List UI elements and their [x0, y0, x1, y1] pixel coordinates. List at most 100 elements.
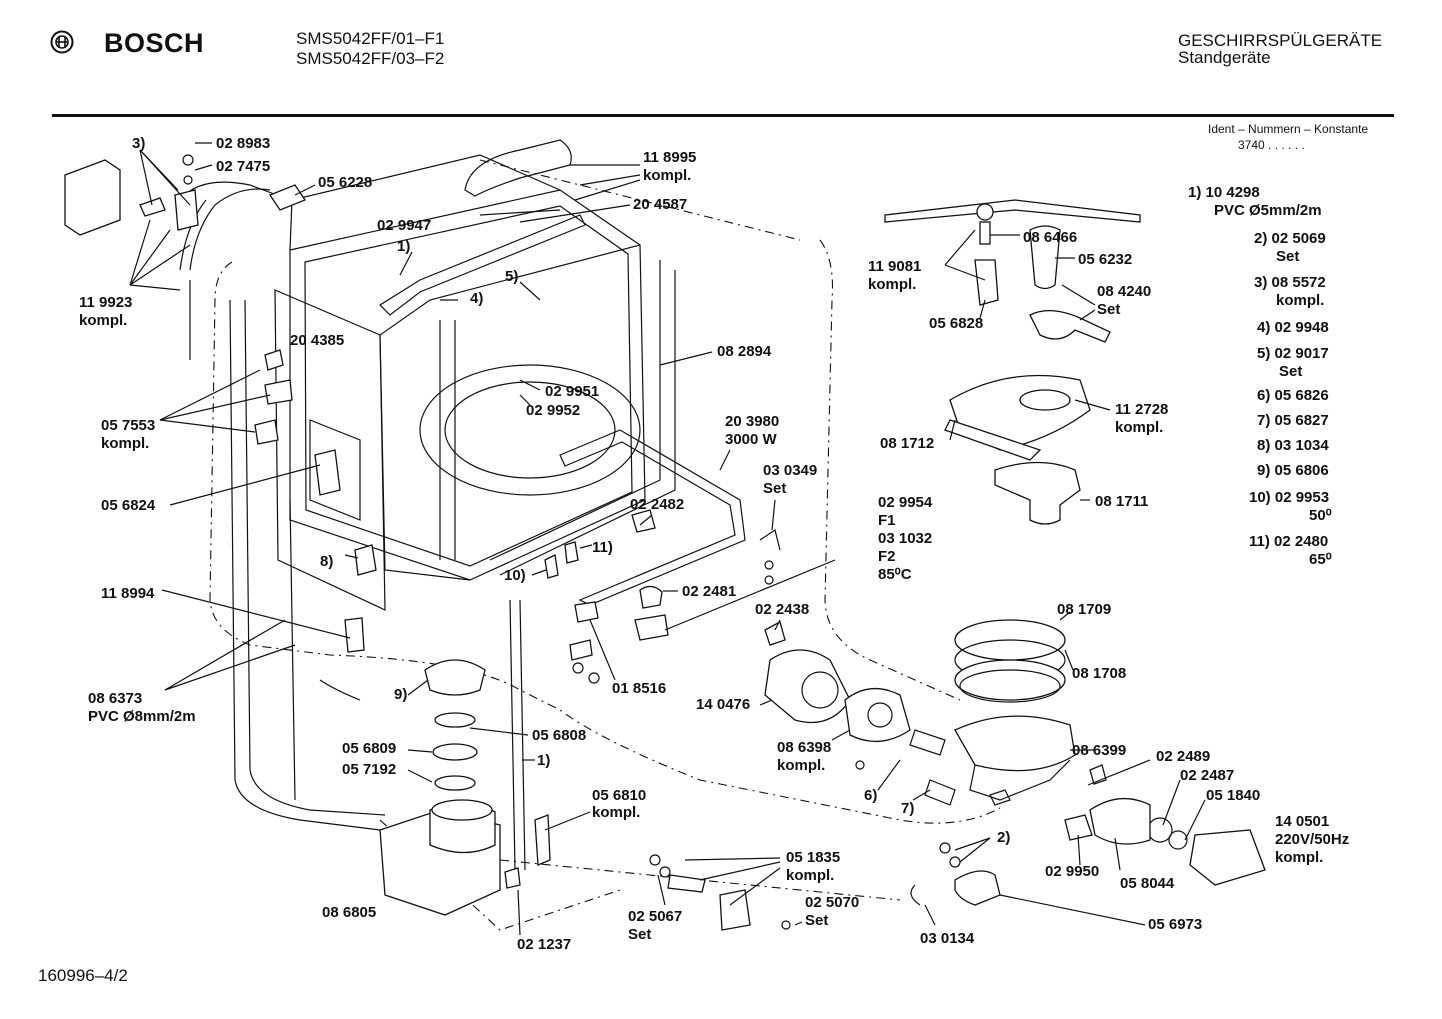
legend-item-2: 2) 02 5069 Set [1254, 230, 1326, 266]
part-label: 08 1712 [880, 435, 935, 452]
heating-element [559, 429, 746, 606]
part-label: 05 7192 [342, 761, 397, 778]
part-label: 02 5067 [628, 908, 683, 925]
part-label: kompl. [1115, 419, 1164, 436]
part-label: kompl. [868, 276, 917, 293]
upper-spray-arm [464, 139, 572, 197]
legend-item-note: 50⁰ [1309, 507, 1332, 524]
part-label: 08 1711 [1095, 493, 1149, 510]
category-subtitle: Standgeräte [1178, 48, 1271, 67]
part-label: 05 6824 [101, 497, 156, 514]
part-label: 08 6805 [322, 904, 377, 921]
drain-pump-motor [1189, 829, 1266, 886]
part-label: 05 6232 [1078, 251, 1133, 268]
ident-label: Ident – Nummern – Konstante [1208, 122, 1369, 136]
part-label: 02 9947 [377, 217, 432, 234]
legend-item-3: 3) 08 5572 kompl. [1254, 274, 1326, 310]
part-label: 11) [592, 539, 613, 556]
part-label: 05 6809 [342, 740, 397, 757]
legend-item-11: 11) 02 2480 65⁰ [1249, 533, 1332, 569]
part-label: F1 [878, 512, 896, 529]
part-label: 02 2489 [1156, 748, 1211, 765]
legend-item-6: 6) 05 6826 [1257, 387, 1329, 405]
legend-item-number: 7) 05 6827 [1257, 412, 1329, 429]
part-label: Set [1097, 301, 1121, 318]
part-label: 02 2438 [755, 601, 810, 618]
part-label: 05 6228 [318, 174, 373, 191]
part-label: 3000 W [725, 431, 777, 448]
part-label: 10) [504, 567, 526, 584]
legend-item-note: PVC Ø5mm/2m [1214, 202, 1322, 219]
part-label: 08 1708 [1072, 665, 1127, 682]
part-label: 03 0134 [920, 930, 975, 947]
part-label: 4) [470, 290, 484, 307]
part-label: 08 6398 [777, 739, 832, 756]
part-label: 220V/50Hz [1275, 831, 1350, 848]
part-label: 02 8983 [216, 135, 271, 152]
sump-ring-2 [954, 659, 1066, 701]
part-label: 85⁰C [878, 566, 912, 583]
lower-spray-arm [884, 199, 1141, 223]
part-label: Set [763, 480, 787, 497]
part-label: 20 4587 [633, 196, 688, 213]
legend-item-1: 1) 10 4298 PVC Ø5mm/2m [1188, 184, 1322, 220]
legend-item-number: 6) 05 6826 [1257, 387, 1329, 404]
part-label: 08 6399 [1072, 742, 1127, 759]
legend-item-number: 1) 10 4298 [1188, 184, 1260, 201]
part-label: 08 6466 [1023, 229, 1078, 246]
legend-item-number: 11) 02 2480 [1249, 533, 1329, 550]
part-label: kompl. [1275, 849, 1324, 866]
part-label: 05 6810 [592, 787, 647, 804]
legend-item-5: 5) 02 9017 Set [1257, 345, 1329, 381]
part-label: 9) [394, 686, 408, 703]
part-label: 20 4385 [290, 332, 345, 349]
part-label: F2 [878, 548, 896, 565]
legend-item-4: 4) 02 9948 [1257, 319, 1329, 337]
legend-item-number: 9) 05 6806 [1257, 462, 1329, 479]
document-id: 160996–4/2 [38, 966, 128, 985]
part-label: 2) [997, 829, 1011, 846]
part-label: 05 6973 [1148, 916, 1203, 933]
part-label: 02 9954 [878, 494, 933, 511]
drain-elbow [954, 870, 1001, 906]
legend-item-number: 4) 02 9948 [1257, 319, 1329, 336]
part-label: 02 5070 [805, 894, 860, 911]
part-label: 11 2728 [1115, 401, 1169, 418]
legend-item-9: 9) 05 6806 [1257, 462, 1329, 480]
part-label: 08 2894 [717, 343, 772, 360]
model-number-1: SMS5042FF/01–F1 [296, 29, 445, 48]
bosch-logo-icon [50, 30, 74, 59]
part-label: 05 8044 [1120, 875, 1175, 892]
part-label: 03 1032 [878, 530, 933, 547]
part-label: 08 4240 [1097, 283, 1152, 300]
part-label: 02 7475 [216, 158, 271, 175]
brand-name: BOSCH [104, 28, 205, 58]
sump [954, 715, 1076, 772]
legend-item-10: 10) 02 9953 50⁰ [1249, 489, 1332, 525]
part-label: kompl. [592, 804, 641, 821]
part-label: Set [628, 926, 652, 943]
part-label: 02 9950 [1045, 863, 1100, 880]
part-label: 02 1237 [517, 936, 572, 953]
legend-item-7: 7) 05 6827 [1257, 412, 1329, 430]
part-label: kompl. [643, 167, 692, 184]
legend-item-note: Set [1279, 363, 1303, 380]
micro-filter [994, 461, 1081, 525]
part-label: 02 2482 [630, 496, 685, 513]
part-label: 1) [537, 752, 551, 769]
part-label: 02 9952 [526, 402, 581, 419]
legend-item-8: 8) 03 1034 [1257, 437, 1329, 455]
part-label: 05 6828 [929, 315, 984, 332]
legend-item-number: 2) 02 5069 [1254, 230, 1326, 247]
part-label: 11 9081 [868, 258, 922, 275]
part-label: 8) [320, 553, 334, 570]
part-label: 6) [864, 787, 878, 804]
part-label: 05 6808 [532, 727, 587, 744]
model-number-2: SMS5042FF/03–F2 [296, 49, 445, 68]
part-label: Set [805, 912, 829, 929]
part-label: 14 0501 [1275, 813, 1330, 830]
part-label: 02 2481 [682, 583, 737, 600]
legend-item-note: kompl. [1276, 292, 1325, 309]
part-label: 3) [132, 135, 146, 152]
